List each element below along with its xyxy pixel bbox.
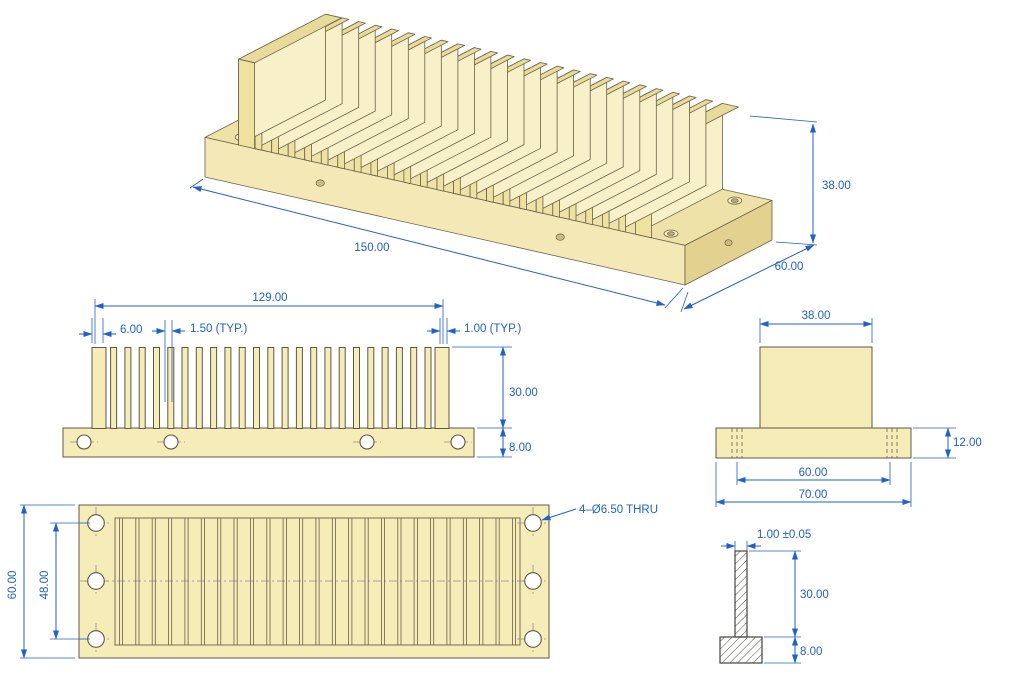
front-fins <box>91 347 450 429</box>
side-dims: 38.00 12.00 60.00 70.00 <box>715 310 982 507</box>
top-hole-note: 4–Ø6.50 THRU <box>579 504 658 516</box>
iso-fin-front-edge <box>238 58 256 150</box>
front-thickness-label: 1.00 (TYP.) <box>464 323 521 335</box>
front-fin <box>381 347 389 429</box>
iso-dims: 150.00 60.00 38.00 <box>189 115 851 313</box>
mounting-hole <box>524 572 542 590</box>
top-depth-label: 60.00 <box>7 571 19 600</box>
top-view: 60.00 48.00 4–Ø6.50 THRU <box>7 504 658 659</box>
side-block-label: 38.00 <box>802 310 831 322</box>
front-fin <box>224 347 232 429</box>
iso-side-hole <box>315 179 325 187</box>
mounting-hole <box>524 514 542 532</box>
iso-height-ext-top <box>749 115 818 123</box>
front-fin <box>338 347 346 429</box>
detail-view: 1.00 ±0.05 30.00 8.00 <box>719 529 829 664</box>
detail-finheight-label: 30.00 <box>800 589 829 601</box>
iso-part <box>204 13 773 286</box>
side-fin-block <box>759 346 873 429</box>
iso-depth-dimline <box>683 244 815 310</box>
front-fin <box>367 347 375 429</box>
front-fin <box>267 347 275 429</box>
iso-hole-bore <box>730 198 739 203</box>
detail-base-label: 8.00 <box>800 646 822 658</box>
detail-fin-section <box>734 550 748 638</box>
side-hidden-holes <box>731 428 898 458</box>
front-span-label: 129.00 <box>252 292 287 304</box>
top-holes <box>80 507 549 655</box>
front-fin <box>434 347 450 429</box>
front-fin <box>424 347 432 429</box>
side-flange-label: 12.00 <box>953 437 982 449</box>
side-flange <box>715 427 912 459</box>
front-fin <box>110 347 118 429</box>
detail-thickness-label: 1.00 ±0.05 <box>757 529 811 541</box>
front-gap-label: 1.50 (TYP.) <box>190 323 247 335</box>
detail-base-section <box>719 636 763 664</box>
front-view: 129.00 6.00 1.50 (TYP.) 1.00 (TYP.) 30.0… <box>62 292 538 458</box>
front-finheight-label: 30.00 <box>509 387 538 399</box>
top-dims: 60.00 48.00 4–Ø6.50 THRU <box>7 504 658 659</box>
iso-hole-bore <box>667 231 675 236</box>
top-pitch-label: 48.00 <box>39 571 51 600</box>
mounting-hole <box>359 434 375 450</box>
front-offset-label: 6.00 <box>120 324 142 336</box>
side-view: 38.00 12.00 60.00 70.00 <box>715 310 982 507</box>
front-fin <box>238 347 246 429</box>
front-fin <box>410 347 418 429</box>
mounting-hole <box>87 572 105 590</box>
mounting-hole <box>524 630 542 648</box>
side-flangew-label: 70.00 <box>799 489 828 501</box>
iso-height-ext-bottom <box>775 241 818 246</box>
front-fin <box>167 347 175 429</box>
iso-length-label: 150.00 <box>354 242 389 254</box>
mounting-hole <box>450 434 466 450</box>
front-fin <box>281 347 289 429</box>
front-fin <box>295 347 303 429</box>
iso-side-hole <box>555 233 565 241</box>
top-fins <box>119 518 516 645</box>
top-hole-leader <box>541 508 577 521</box>
iso-length-ext-right <box>664 287 684 309</box>
mounting-hole <box>87 514 105 532</box>
top-plate <box>78 504 550 659</box>
iso-height-label: 38.00 <box>822 180 851 192</box>
front-dims: 129.00 6.00 1.50 (TYP.) 1.00 (TYP.) 30.0… <box>79 292 538 458</box>
front-fin <box>195 347 203 429</box>
front-fin <box>324 347 332 429</box>
front-base-plate <box>62 427 475 458</box>
front-fin <box>310 347 318 429</box>
front-fin <box>138 347 146 429</box>
iso-side-hole <box>724 239 733 247</box>
top-fin-field-outline <box>114 517 521 646</box>
mounting-hole <box>163 434 179 450</box>
iso-depth-label: 60.00 <box>775 261 804 273</box>
front-fin <box>181 347 189 429</box>
front-fin <box>253 347 260 429</box>
front-fin <box>153 347 160 429</box>
iso-view: 150.00 60.00 38.00 <box>189 13 851 313</box>
front-base-label: 8.00 <box>509 442 531 454</box>
iso-length-ext-left <box>189 178 204 189</box>
mounting-hole <box>87 630 105 648</box>
front-holes <box>70 434 472 450</box>
front-fin <box>91 347 107 429</box>
front-fin <box>124 347 132 429</box>
side-holespan-label: 60.00 <box>799 467 828 479</box>
detail-dims: 1.00 ±0.05 30.00 8.00 <box>721 529 829 664</box>
front-fin <box>353 347 360 429</box>
iso-length-dimline <box>192 186 666 306</box>
mounting-hole <box>76 434 92 450</box>
front-fin <box>395 347 403 429</box>
front-fin <box>210 347 218 429</box>
